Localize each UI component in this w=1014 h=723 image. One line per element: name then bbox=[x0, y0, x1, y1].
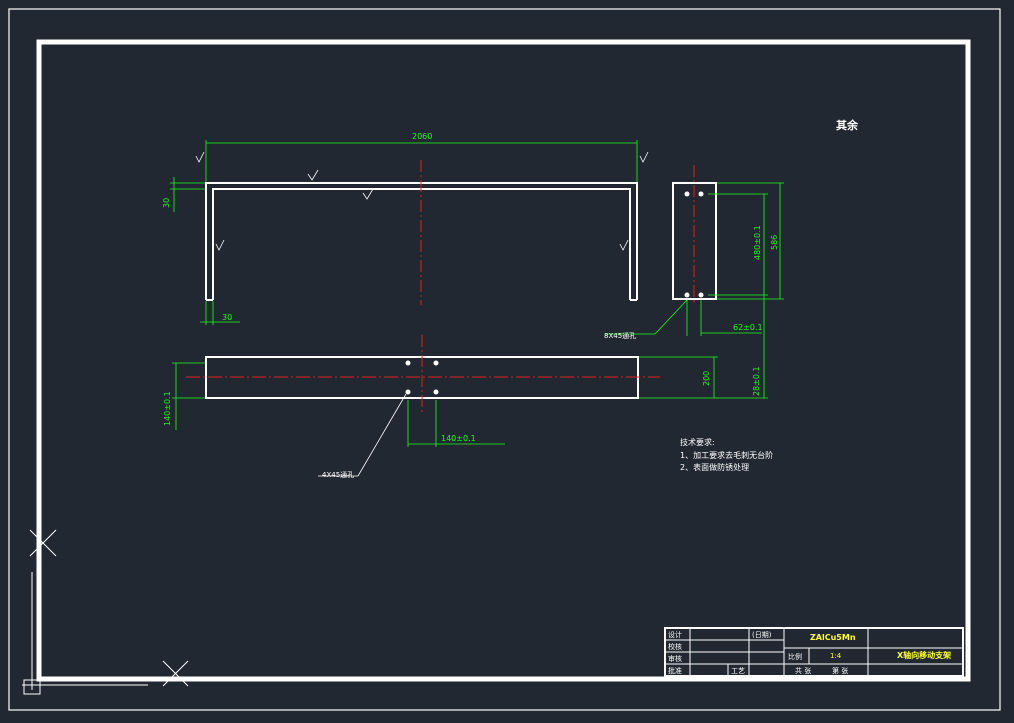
dim-side-offset: 62±0.1 bbox=[733, 323, 763, 332]
side-dimensions bbox=[605, 182, 784, 399]
roughness-note: 其余 bbox=[836, 119, 858, 132]
plan-dimensions bbox=[172, 356, 718, 447]
dim-edge-offset: 28±0.1 bbox=[752, 366, 761, 396]
tb-designer: 设计 bbox=[668, 631, 682, 639]
tb-sheet-no: 第 张 bbox=[832, 667, 849, 675]
roughness-symbols bbox=[195, 151, 649, 251]
sheet-inner-frame bbox=[36, 39, 971, 682]
tech-req-line2: 2、表面做防锈处理 bbox=[680, 463, 750, 472]
hole-callout-plan: 4X45通孔 bbox=[322, 471, 355, 479]
dim-top-thickness: 30 bbox=[162, 197, 171, 208]
title-block-grid bbox=[664, 627, 964, 677]
dim-plate-width: 200 bbox=[702, 370, 711, 386]
tb-checker: 校核 bbox=[668, 643, 682, 651]
plan-holes bbox=[405, 360, 439, 395]
side-view[interactable] bbox=[672, 182, 717, 300]
tb-scale-label: 比例 bbox=[788, 653, 802, 661]
tb-craft: 工艺 bbox=[731, 667, 745, 675]
tb-date: (日期) bbox=[752, 631, 772, 639]
sheet-outer-border bbox=[8, 8, 1001, 711]
tb-part-name: X轴向移动支架 bbox=[897, 651, 952, 660]
dim-height-outer: 586 bbox=[770, 234, 779, 250]
crosshair-cursor bbox=[162, 660, 189, 687]
tb-material: ZAlCu5Mn bbox=[810, 633, 856, 642]
plan-leader bbox=[318, 393, 407, 477]
tb-reviewer: 审核 bbox=[668, 655, 682, 663]
tb-scale-value: 1:4 bbox=[830, 652, 842, 660]
tech-req-title: 技术要求: bbox=[680, 438, 715, 447]
side-holes bbox=[684, 191, 704, 298]
tb-sheet-total: 共 张 bbox=[795, 667, 812, 675]
dim-hole-row-offset: 140±0.1 bbox=[163, 391, 172, 426]
dim-overall-length: 2060 bbox=[412, 132, 433, 141]
tech-req-line1: 1、加工要求去毛刺无台阶 bbox=[680, 451, 774, 460]
dim-hole-spacing-h: 140±0.1 bbox=[441, 434, 476, 443]
tb-approver: 批准 bbox=[668, 667, 682, 675]
front-dimensions bbox=[170, 140, 638, 325]
dim-leg-width: 30 bbox=[222, 313, 233, 322]
dim-hole-spacing-v: 480±0.1 bbox=[753, 225, 762, 260]
ucs-icon bbox=[22, 529, 148, 695]
hole-callout-side: 8X45通孔 bbox=[604, 332, 637, 340]
